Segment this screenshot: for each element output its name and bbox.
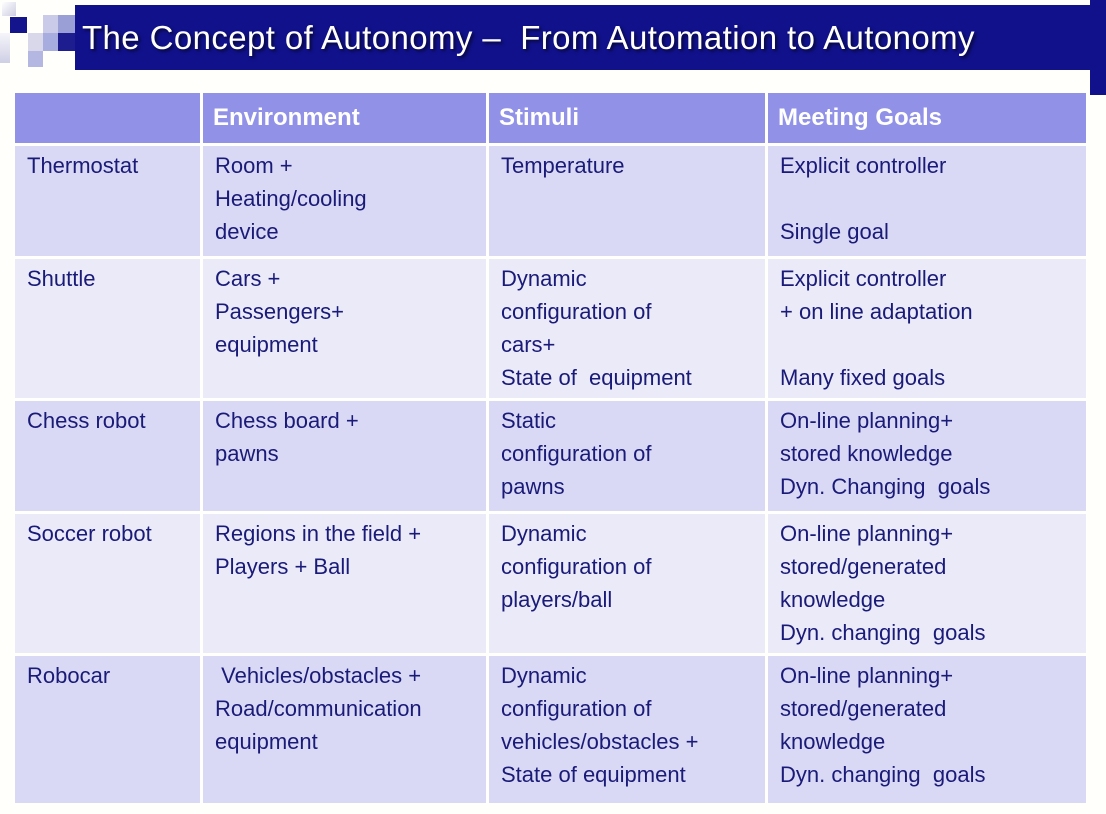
table-row-chess-robot: Chess robot Chess board + pawns Static c… <box>15 401 1086 511</box>
col-header-meeting-goals: Meeting Goals <box>768 93 1086 143</box>
environment-cell: Chess board + pawns <box>203 401 486 511</box>
environment-cell: Room + Heating/cooling device <box>203 146 486 256</box>
col-header-stimuli: Stimuli <box>489 93 765 143</box>
stimuli-cell: Temperature <box>489 146 765 256</box>
pixel-square <box>10 17 27 33</box>
title-bar-corner-block <box>1090 0 1106 95</box>
goals-cell: Explicit controller + on line adaptation… <box>768 259 1086 398</box>
stimuli-cell: Dynamic configuration of vehicles/obstac… <box>489 656 765 803</box>
pixel-square <box>43 15 58 33</box>
stimuli-cell: Dynamic configuration of cars+ State of … <box>489 259 765 398</box>
goals-cell: On-line planning+ stored knowledge Dyn. … <box>768 401 1086 511</box>
table-row-robocar: Robocar Vehicles/obstacles + Road/commun… <box>15 656 1086 803</box>
pixel-square <box>43 33 58 51</box>
pixel-square <box>58 15 75 33</box>
stimuli-cell: Dynamic configuration of players/ball <box>489 514 765 653</box>
col-header-environment: Environment <box>203 93 486 143</box>
pixel-square <box>28 51 43 67</box>
col-header-blank <box>15 93 200 143</box>
slide-title: The Concept of Autonomy – From Automatio… <box>82 18 975 56</box>
table-row-shuttle: Shuttle Cars + Passengers+ equipment Dyn… <box>15 259 1086 398</box>
pixel-square <box>58 33 75 51</box>
table-row-soccer-robot: Soccer robot Regions in the field + Play… <box>15 514 1086 653</box>
stimuli-cell: Static configuration of pawns <box>489 401 765 511</box>
row-label-cell: Thermostat <box>15 146 200 256</box>
row-label-cell: Soccer robot <box>15 514 200 653</box>
row-label-cell: Chess robot <box>15 401 200 511</box>
environment-cell: Vehicles/obstacles + Road/communication … <box>203 656 486 803</box>
environment-cell: Cars + Passengers+ equipment <box>203 259 486 398</box>
autonomy-comparison-table: Environment Stimuli Meeting Goals Thermo… <box>12 90 1089 806</box>
row-label-cell: Shuttle <box>15 259 200 398</box>
pixel-square <box>28 33 43 51</box>
environment-cell: Regions in the field + Players + Ball <box>203 514 486 653</box>
goals-cell: On-line planning+ stored/generated knowl… <box>768 514 1086 653</box>
table-header-row: Environment Stimuli Meeting Goals <box>15 93 1086 143</box>
goals-cell: Explicit controller Single goal <box>768 146 1086 256</box>
row-label-cell: Robocar <box>15 656 200 803</box>
pixel-square <box>2 2 16 16</box>
slide-title-bar: The Concept of Autonomy – From Automatio… <box>75 5 1106 70</box>
goals-cell: On-line planning+ stored/generated knowl… <box>768 656 1086 803</box>
pixel-square <box>0 33 10 63</box>
table-row-thermostat: Thermostat Room + Heating/cooling device… <box>15 146 1086 256</box>
